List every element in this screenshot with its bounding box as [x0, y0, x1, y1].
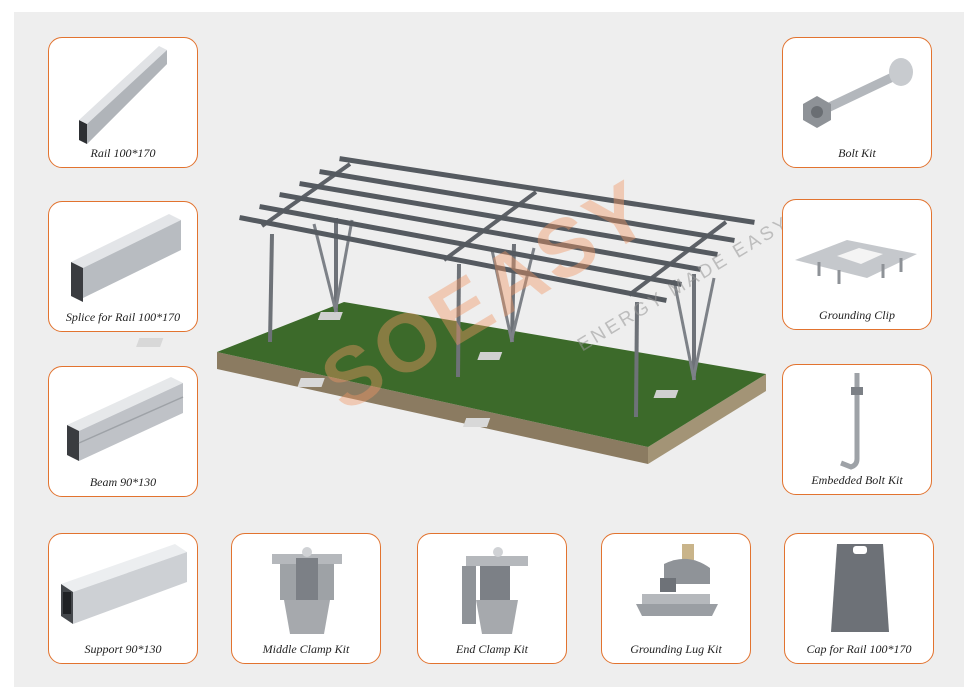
card-rail[interactable]: Rail 100*170	[48, 37, 198, 168]
support-tube-icon	[61, 544, 187, 624]
foundation-pad	[297, 378, 325, 387]
beam-profile-icon	[67, 377, 184, 461]
label-splice: Splice for Rail 100*170	[65, 310, 181, 324]
grounding-lug-icon	[636, 544, 718, 616]
card-beam[interactable]: Beam 90*130	[48, 366, 198, 497]
rail-profile-icon	[79, 46, 167, 144]
foundation-pad	[653, 390, 679, 398]
card-middle-clamp[interactable]: Middle Clamp Kit	[231, 533, 381, 664]
foundation-pad	[317, 312, 343, 320]
card-end-clamp[interactable]: End Clamp Kit	[417, 533, 567, 664]
card-embedded-bolt[interactable]: Embedded Bolt Kit	[782, 364, 932, 495]
middle-clamp-icon	[272, 547, 342, 634]
card-splice[interactable]: Splice for Rail 100*170	[48, 201, 198, 332]
label-middle-clamp: Middle Clamp Kit	[262, 642, 350, 656]
foundation-pad	[462, 418, 491, 427]
carport-structure-diagram	[136, 156, 766, 464]
card-grounding-lug[interactable]: Grounding Lug Kit	[601, 533, 751, 664]
foundation-pad	[477, 352, 503, 360]
label-beam: Beam 90*130	[89, 475, 157, 489]
embedded-bolt-icon	[840, 373, 863, 470]
ground-grass	[217, 302, 766, 447]
grounding-clip-icon	[795, 240, 917, 284]
card-cap[interactable]: Cap for Rail 100*170	[784, 533, 934, 664]
splice-profile-icon	[71, 214, 181, 302]
ground-soil-side	[648, 374, 766, 464]
label-cap: Cap for Rail 100*170	[806, 642, 912, 656]
bolt-icon	[803, 58, 913, 128]
product-sheet: SOEASY ENERGY MADE EASY Rail 100*170 Spl…	[14, 12, 964, 687]
foundation-pad	[136, 338, 164, 347]
label-support: Support 90*130	[84, 642, 162, 656]
ground-soil-front	[217, 352, 648, 464]
end-clamp-icon	[462, 547, 528, 634]
label-embedded-bolt: Embedded Bolt Kit	[811, 473, 903, 487]
label-rail: Rail 100*170	[90, 146, 156, 160]
card-grounding-clip[interactable]: Grounding Clip	[782, 199, 932, 330]
label-grounding-clip: Grounding Clip	[819, 308, 895, 322]
label-bolt: Bolt Kit	[838, 146, 876, 160]
label-grounding-lug: Grounding Lug Kit	[630, 642, 722, 656]
label-end-clamp: End Clamp Kit	[455, 642, 528, 656]
card-support[interactable]: Support 90*130	[48, 533, 198, 664]
rail-cap-icon	[831, 544, 889, 632]
card-bolt[interactable]: Bolt Kit	[782, 37, 932, 168]
